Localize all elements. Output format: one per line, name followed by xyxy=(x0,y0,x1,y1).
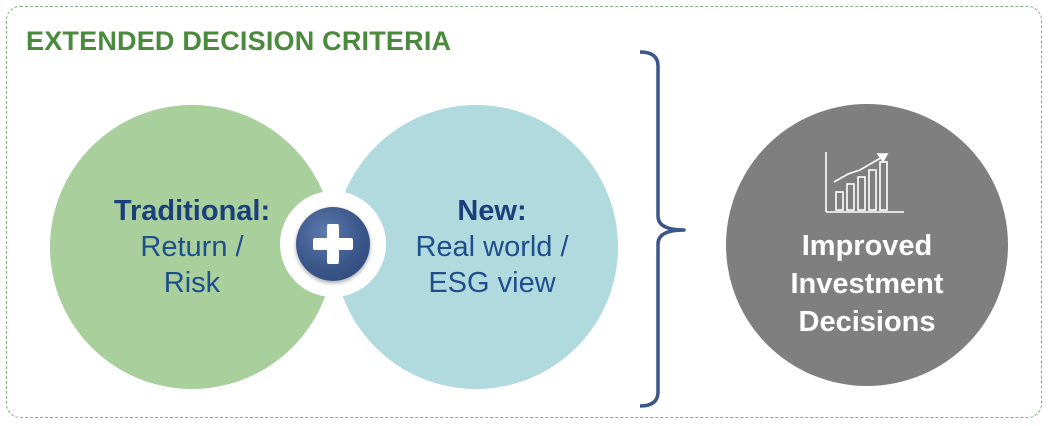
result-circle xyxy=(726,104,1008,386)
criteria-frame xyxy=(6,6,1042,418)
plus-icon xyxy=(296,207,370,281)
result-line-1: Improved xyxy=(801,230,933,262)
traditional-text: Traditional: Return / Risk xyxy=(90,193,294,301)
traditional-line-1: Return / xyxy=(140,231,244,263)
traditional-line-2: Risk xyxy=(163,267,221,299)
new-heading: New: xyxy=(457,195,527,227)
result-line-2: Investment xyxy=(790,268,944,300)
result-text: Improved Investment Decisions xyxy=(736,227,998,341)
traditional-heading: Traditional: xyxy=(113,195,271,227)
result-line-3: Decisions xyxy=(798,306,936,338)
growth-chart-icon xyxy=(824,150,906,221)
new-text: New: Real world / ESG view xyxy=(390,193,594,301)
new-line-1: Real world / xyxy=(415,231,569,263)
page-title: EXTENDED DECISION CRITERIA xyxy=(26,26,452,56)
new-line-2: ESG view xyxy=(428,267,556,299)
right-brace xyxy=(636,48,692,415)
